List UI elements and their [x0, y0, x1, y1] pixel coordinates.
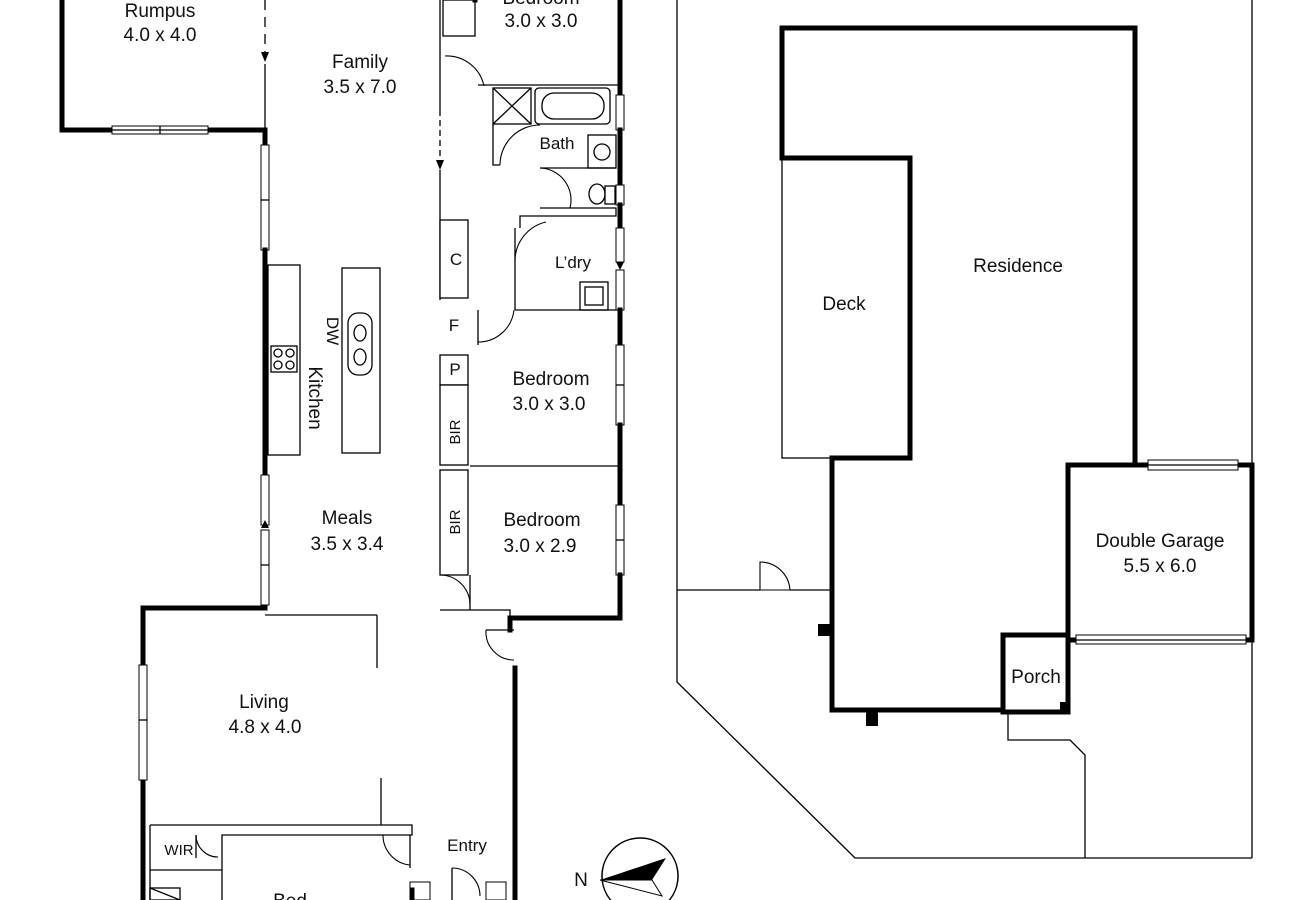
rumpus-label: Rumpus: [125, 1, 196, 22]
family-label: Family: [332, 52, 388, 73]
porch-label: Porch: [1011, 667, 1061, 688]
meals-label: Meals: [322, 508, 373, 529]
floor-plan: Rumpus 4.0 x 4.0 Family 3.5 x 7.0 Bedroo…: [59, 0, 625, 900]
dishwasher-label: DW: [323, 317, 342, 345]
cupboard-label: C: [450, 250, 462, 269]
bir-label-2: BIR: [447, 509, 464, 534]
wir-label: WIR: [164, 842, 193, 859]
compass-north-label: N: [574, 870, 588, 891]
garage-label: Double Garage: [1096, 531, 1225, 552]
rumpus-size: 4.0 x 4.0: [124, 25, 197, 46]
bedroom-mid-label: Bedroom: [512, 369, 589, 390]
family-size: 3.5 x 7.0: [324, 77, 397, 98]
deck-label: Deck: [822, 294, 866, 315]
bedroom-low-size: 3.0 x 2.9: [504, 536, 577, 557]
living-size: 4.8 x 4.0: [229, 717, 302, 738]
meals-size: 3.5 x 3.4: [311, 534, 384, 555]
bedroom-mid-size: 3.0 x 3.0: [513, 394, 586, 415]
bedroom-top-size: 3.0 x 3.0: [505, 11, 578, 32]
garage-size: 5.5 x 6.0: [1124, 556, 1197, 577]
compass: N: [574, 837, 679, 900]
laundry-label: L’dry: [555, 253, 591, 272]
bir-label-1: BIR: [447, 419, 464, 444]
entry-label: Entry: [447, 836, 487, 855]
bedroom-low-label: Bedroom: [503, 510, 580, 531]
living-label: Living: [239, 692, 289, 713]
site-plan: Residence Deck Double Garage 5.5 x 6.0 P…: [676, 0, 1255, 859]
fridge-label: F: [449, 316, 459, 335]
kitchen-label: Kitchen: [304, 366, 325, 429]
pantry-label: P: [449, 360, 460, 379]
residence-label: Residence: [973, 256, 1063, 277]
bed-cut-label: Bed: [273, 891, 307, 900]
bath-label: Bath: [540, 134, 575, 153]
bedroom-top-label: Bedroom: [502, 0, 579, 9]
